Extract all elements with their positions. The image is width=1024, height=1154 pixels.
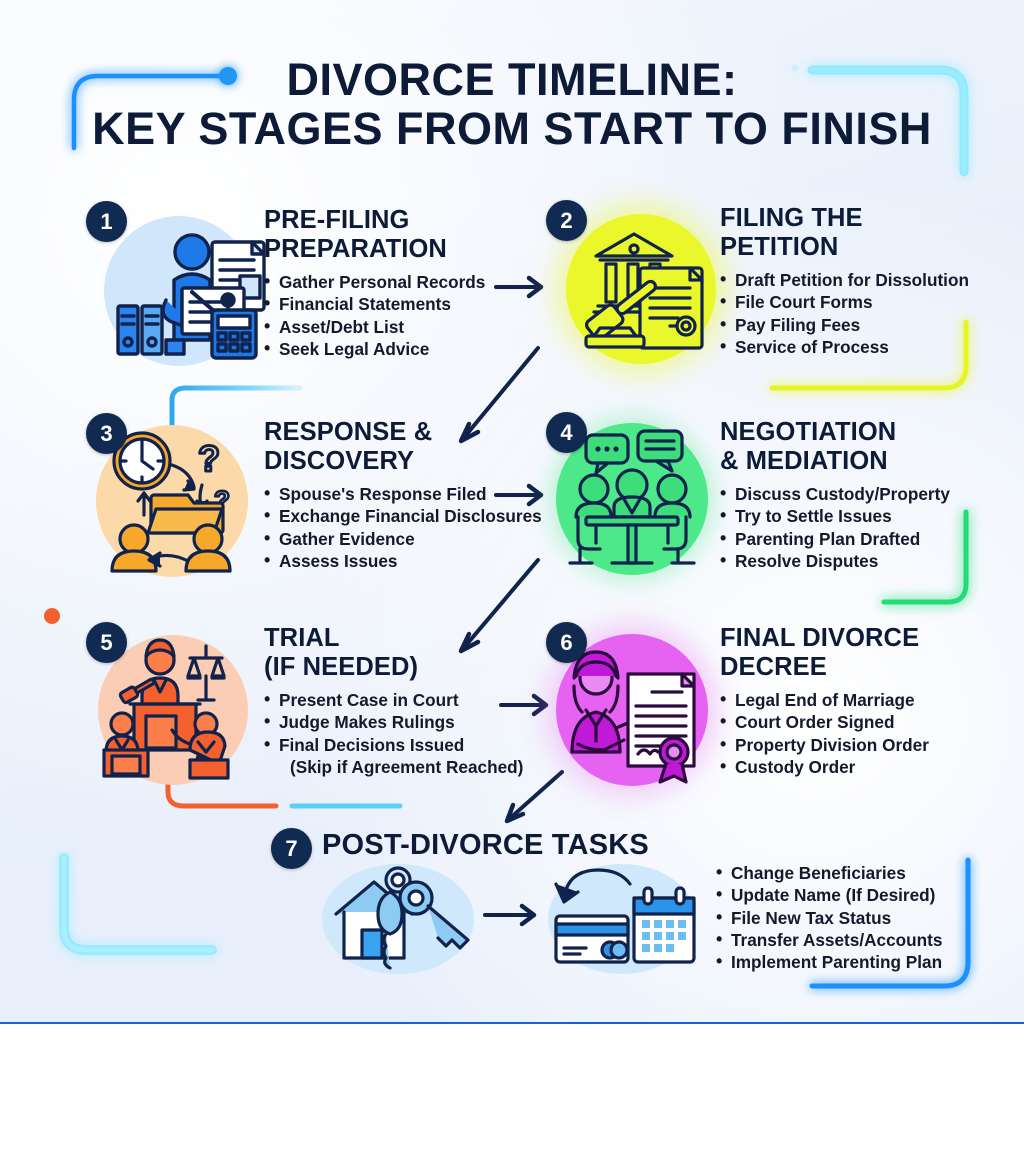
step-5-bullets: Present Case in Court Judge Makes Ruling… [264, 688, 524, 778]
step-7-text: Change Beneficiaries Update Name (If Des… [716, 861, 942, 974]
list-item: Parenting Plan Drafted [720, 527, 950, 551]
step-6-badge: 6 [546, 622, 587, 663]
list-item: Gather Personal Records [264, 270, 485, 294]
list-item: Gather Evidence [264, 527, 542, 551]
list-item: Draft Petition for Dissolution [720, 268, 969, 292]
deco-orange-bracket [165, 779, 403, 809]
step-4-badge: 4 [546, 412, 587, 453]
step-6-title-line-2: DECREE [720, 653, 827, 682]
deco-orange-gradient-line [44, 608, 60, 761]
step-2-text: FILING THE PETITION Draft Petition for D… [720, 204, 969, 359]
title-line-2: KEY STAGES FROM START TO FINISH [92, 102, 932, 154]
step-5-text: TRIAL (IF NEEDED) Present Case in Court … [264, 624, 523, 779]
step-7-badge: 7 [271, 828, 312, 869]
list-item: Implement Parenting Plan [716, 950, 942, 974]
list-item: Change Beneficiaries [716, 861, 942, 885]
step-5-note: (Skip if Agreement Reached) [290, 757, 524, 778]
infographic-poster: DIVORCE TIMELINE: KEY STAGES FROM START … [0, 0, 1024, 1024]
step-7-bullets: Change Beneficiaries Update Name (If Des… [716, 861, 942, 974]
svg-text:?: ? [198, 438, 220, 479]
clock-folder-exchange-icon: ? ? [98, 423, 250, 575]
list-item: Court Order Signed [720, 710, 929, 734]
list-item: Exchange Financial Disclosures [264, 504, 542, 528]
step-1-text: PRE-FILING PREPARATION Gather Personal R… [264, 206, 485, 361]
step-3-text: RESPONSE & DISCOVERY Spouse's Response F… [264, 418, 542, 573]
step-7-title: POST-DIVORCE TASKS [322, 829, 649, 861]
deco-bottomleft-bracket [59, 853, 217, 955]
step-5-title-line-2: (IF NEEDED) [264, 653, 419, 682]
step-5-badge: 5 [86, 622, 127, 663]
list-item: Seek Legal Advice [264, 337, 485, 361]
list-item: Property Division Order [720, 733, 929, 757]
step-1-title-line-1: PRE-FILING [264, 206, 410, 234]
list-item: Assess Issues [264, 549, 542, 573]
step-1-badge: 1 [86, 201, 127, 242]
list-item: Financial Statements [264, 292, 485, 316]
arrow-step1-to-step2 [494, 275, 544, 299]
step-3-badge: 3 [86, 413, 127, 454]
arrow-step6-to-step7 [504, 770, 564, 824]
list-item: File New Tax Status [716, 906, 942, 930]
arrow-step7-internal [483, 903, 537, 927]
list-item: Discuss Custody/Property [720, 482, 950, 506]
house-keys-icon [326, 862, 476, 974]
step-6-text: FINAL DIVORCE DECREE Legal End of Marria… [720, 624, 929, 779]
page-title: DIVORCE TIMELINE: KEY STAGES FROM START … [0, 54, 1024, 154]
list-item: Resolve Disputes [720, 549, 950, 573]
step-1-title-line-2: PREPARATION [264, 235, 447, 264]
list-item: Service of Process [720, 335, 969, 359]
step-2-bullets: Draft Petition for Dissolution File Cour… [720, 268, 969, 359]
mediation-table-icon [556, 421, 708, 573]
list-item: Transfer Assets/Accounts [716, 928, 942, 952]
list-item: File Court Forms [720, 290, 969, 314]
list-item: Final Decisions Issued [264, 733, 523, 757]
step-4-bullets: Discuss Custody/Property Try to Settle I… [720, 482, 950, 573]
step-6-title-line-1: FINAL DIVORCE [720, 624, 920, 652]
list-item: Try to Settle Issues [720, 504, 950, 528]
courthouse-gavel-icon [566, 212, 718, 364]
step-2-title-line-2: PETITION [720, 233, 839, 262]
step-3-title-line-1: RESPONSE & [264, 418, 433, 446]
list-item: Judge Makes Rulings [264, 710, 523, 734]
documents-preparation-icon [104, 214, 266, 370]
list-item: Present Case in Court [264, 688, 523, 712]
list-item: Legal End of Marriage [720, 688, 929, 712]
title-line-1: DIVORCE TIMELINE: [286, 54, 738, 105]
list-item: Custody Order [720, 755, 929, 779]
list-item: Update Name (If Desired) [716, 883, 942, 907]
list-item: Pay Filing Fees [720, 313, 969, 337]
step-4-text: NEGOTIATION & MEDIATION Discuss Custody/… [720, 418, 950, 573]
card-calendar-icon [550, 862, 698, 974]
below-poster-area [0, 1024, 1024, 1154]
list-item: Spouse's Response Filed [264, 482, 542, 506]
step-3-bullets: Spouse's Response Filed Exchange Financi… [264, 482, 542, 573]
step-2-title-line-1: FILING THE [720, 204, 863, 232]
step-1-bullets: Gather Personal Records Financial Statem… [264, 270, 485, 361]
courtroom-judge-icon [98, 632, 250, 784]
signed-decree-icon [556, 632, 708, 784]
step-5-title-line-1: TRIAL [264, 624, 340, 652]
step-4-title-line-1: NEGOTIATION [720, 418, 897, 446]
step-6-bullets: Legal End of Marriage Court Order Signed… [720, 688, 929, 779]
list-item: Asset/Debt List [264, 315, 485, 339]
step-3-title-line-2: DISCOVERY [264, 447, 415, 476]
step-4-title-line-2: & MEDIATION [720, 447, 888, 476]
step-2-badge: 2 [546, 200, 587, 241]
